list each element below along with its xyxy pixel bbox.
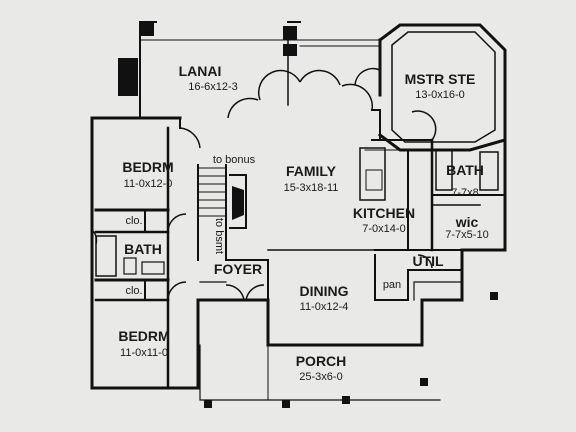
room-name-bath-hall: BATH xyxy=(124,241,162,257)
room-dims-porch: 25-3x6-0 xyxy=(299,371,342,383)
room-name-lanai: LANAI xyxy=(179,63,222,79)
room-labels: LANAI 16-6x12-3 MSTR STE 13-0x16-0 BEDRM… xyxy=(118,63,488,383)
room-dims-family: 15-3x18-11 xyxy=(284,182,339,194)
room-name-bedrm-upper: BEDRM xyxy=(122,159,173,175)
note-to-bsmt: to bsmt xyxy=(213,218,225,254)
room-name-bedrm-lower: BEDRM xyxy=(118,328,169,344)
plan-notes: to bonus to bsmt clo. clo. pan xyxy=(125,154,401,297)
room-name-kitchen: KITCHEN xyxy=(353,205,415,221)
walls xyxy=(90,21,507,401)
room-name-bath-master: BATH xyxy=(446,162,484,178)
room-dims-bath-master: 7-7x8 xyxy=(451,187,479,199)
room-name-foyer: FOYER xyxy=(214,261,262,277)
room-name-wic: wic xyxy=(455,214,479,230)
room-name-dining: DINING xyxy=(300,283,349,299)
room-name-family: FAMILY xyxy=(286,163,337,179)
room-dims-lanai: 16-6x12-3 xyxy=(188,81,238,93)
columns xyxy=(140,22,498,408)
note-pantry: pan xyxy=(383,279,401,291)
note-closet-lower: clo. xyxy=(125,285,142,297)
room-name-mstr-ste: MSTR STE xyxy=(405,71,476,87)
note-closet-upper: clo. xyxy=(125,215,142,227)
room-name-porch: PORCH xyxy=(296,353,347,369)
room-dims-wic: 7-7x5-10 xyxy=(445,229,488,241)
room-dims-dining: 11-0x12-4 xyxy=(300,301,349,313)
note-to-bonus: to bonus xyxy=(213,154,256,166)
room-dims-mstr-ste: 13-0x16-0 xyxy=(415,89,465,101)
room-dims-bedrm-lower: 11-0x11-0 xyxy=(120,347,168,359)
room-dims-bedrm-upper: 11-0x12-0 xyxy=(124,178,173,190)
room-name-util: UTIL xyxy=(412,253,444,269)
room-dims-kitchen: 7-0x14-0 xyxy=(362,223,405,235)
door-swings xyxy=(91,67,437,301)
